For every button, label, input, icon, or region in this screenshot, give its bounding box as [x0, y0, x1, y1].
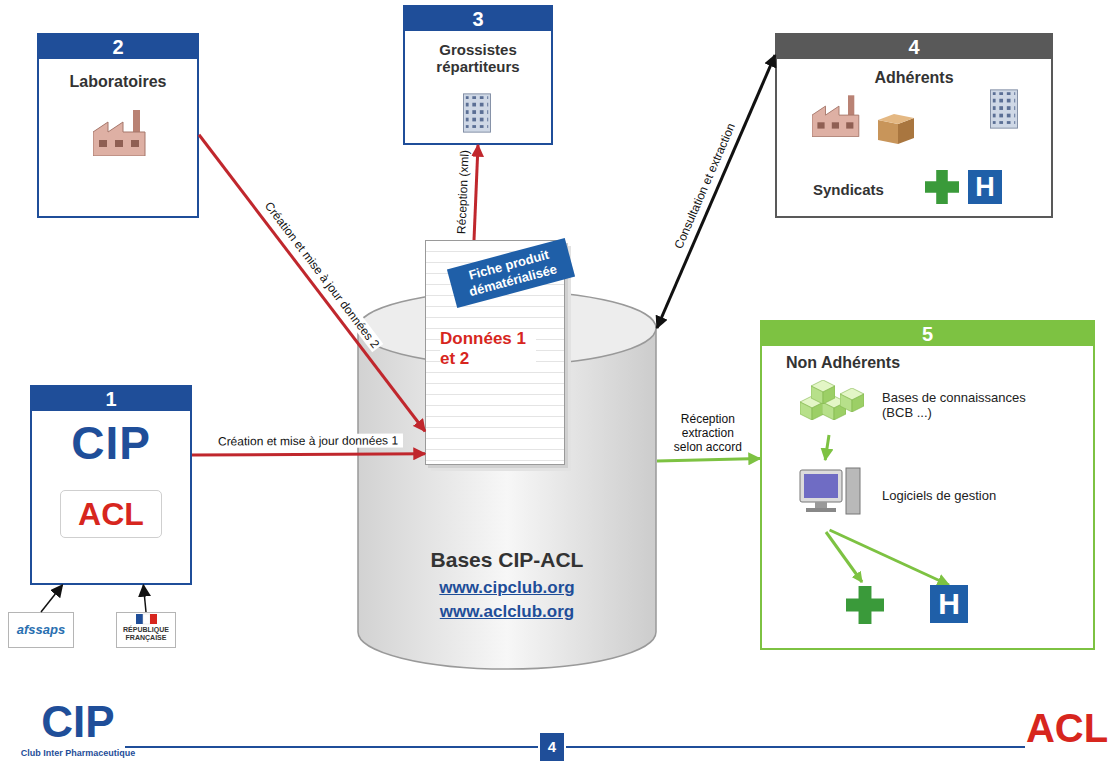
database-url: www.cipclub.org [439, 578, 574, 598]
box-number: 1 [32, 387, 190, 411]
knowledge-base-icon [800, 380, 864, 420]
connector [657, 55, 775, 328]
building-icon [463, 94, 490, 132]
text-slot: Syndicats [813, 181, 884, 198]
box-title: Adhérents [777, 69, 1051, 87]
label-slot: H [968, 170, 1002, 204]
carton-icon [878, 114, 914, 144]
logo-box: afssaps [8, 612, 74, 648]
label-slot: ACL [1022, 705, 1112, 751]
numbered-box: 1 [30, 385, 192, 585]
footer-logo: ACL [1022, 705, 1112, 751]
pharmacy-cross [846, 586, 884, 624]
edge-label: Consultation et extraction [670, 120, 738, 254]
numbered-box: 5Non AdhérentsBases de connaissances (BC… [760, 320, 1095, 650]
database-title: Bases CIP-ACL [431, 548, 584, 572]
logo-box: RÉPUBLIQUE FRANÇAISE [116, 612, 176, 648]
connector [199, 135, 425, 432]
box-title: Laboratoires [39, 73, 197, 91]
footer-logo: CIP [26, 698, 130, 746]
logo-text: RÉPUBLIQUE FRANÇAISE [117, 613, 175, 642]
logo-text: ACL [60, 490, 162, 538]
numbered-box: 4AdhérentsSyndicats [775, 33, 1053, 218]
connector [474, 145, 478, 240]
french-flag [136, 614, 157, 624]
tool-text: Bases de connaissances (BCB ...) [882, 390, 1050, 420]
page-number-box [540, 733, 564, 761]
edge-label-text: Création et mise à jour données 1 [213, 434, 403, 449]
computer-icon [800, 468, 860, 514]
database-cylinder: Bases CIP-ACL www.cipclub.org www.aclclub.… [357, 290, 657, 670]
label-slot: Club Inter Pharmaceutique [8, 748, 148, 759]
arrow-to-pharmacy [826, 532, 862, 582]
box-title: Non Adhérents [762, 354, 1093, 372]
pharmacy-cross [925, 170, 959, 204]
box-number: 3 [405, 7, 551, 31]
box-number: 2 [39, 35, 197, 59]
connector [192, 454, 425, 455]
factory-icon [812, 95, 859, 136]
banner: Fiche produit dématérialisée [447, 238, 575, 308]
connector [143, 585, 146, 612]
numbered-box: 3Grossistes répartiteurs [403, 5, 553, 145]
logo-text: CIP [45, 418, 177, 468]
edge-label-text: Création et mise à jour données 2 [261, 198, 384, 353]
edge-label-text: Réception extraction selon accord [669, 412, 747, 454]
box-number: 4 [777, 35, 1051, 59]
connector [41, 585, 62, 612]
page-number: 4 [540, 733, 564, 761]
connector [657, 459, 760, 461]
box-title: Grossistes répartiteurs [405, 41, 551, 75]
connector [830, 530, 949, 585]
footer-rule [125, 746, 538, 748]
connector [825, 435, 829, 460]
logo-text: afssaps [9, 613, 73, 647]
box-text: Syndicats [813, 181, 884, 198]
edge-label-text: Réception (xml) [454, 148, 472, 237]
building-icon [990, 90, 1017, 128]
edge-label: Réception extraction selon accord [669, 412, 747, 454]
tool-text: Logiciels de gestion [882, 488, 996, 503]
edge-label: Création et mise à jour données 2 [261, 198, 384, 353]
edge-label: Réception (xml) [454, 148, 472, 237]
hospital-letter: H [968, 170, 1002, 204]
numbered-box: 2Laboratoires [37, 33, 199, 218]
text-slot: Données 1 et 2 [440, 329, 536, 369]
banner-text: Fiche produit dématérialisée [447, 238, 575, 308]
tool-box: Logiciels de gestion [790, 460, 1010, 530]
footer-logo-caption: Club Inter Pharmaceutique [8, 748, 148, 759]
hospital-symbol: H [930, 585, 968, 623]
edge-label-text: Consultation et extraction [670, 120, 738, 254]
footer-rule [566, 746, 1025, 748]
box-number: 5 [762, 322, 1093, 346]
label-slot: CIP [45, 418, 177, 468]
label-slot: ACL [60, 490, 162, 538]
product-sheet: Fiche produit dématérialiséeDonnées 1 et… [425, 240, 565, 465]
factory-icon [93, 110, 145, 156]
edge-label: Création et mise à jour données 1 [213, 434, 403, 449]
data-label: Données 1 et 2 [440, 329, 536, 369]
hospital-letter: H [930, 585, 968, 623]
label-slot: 4 [540, 733, 564, 761]
tool-box: Bases de connaissances (BCB ...) [790, 375, 1050, 435]
database-url: www.aclclub.org [440, 602, 574, 622]
label-slot: CIP [26, 698, 130, 746]
